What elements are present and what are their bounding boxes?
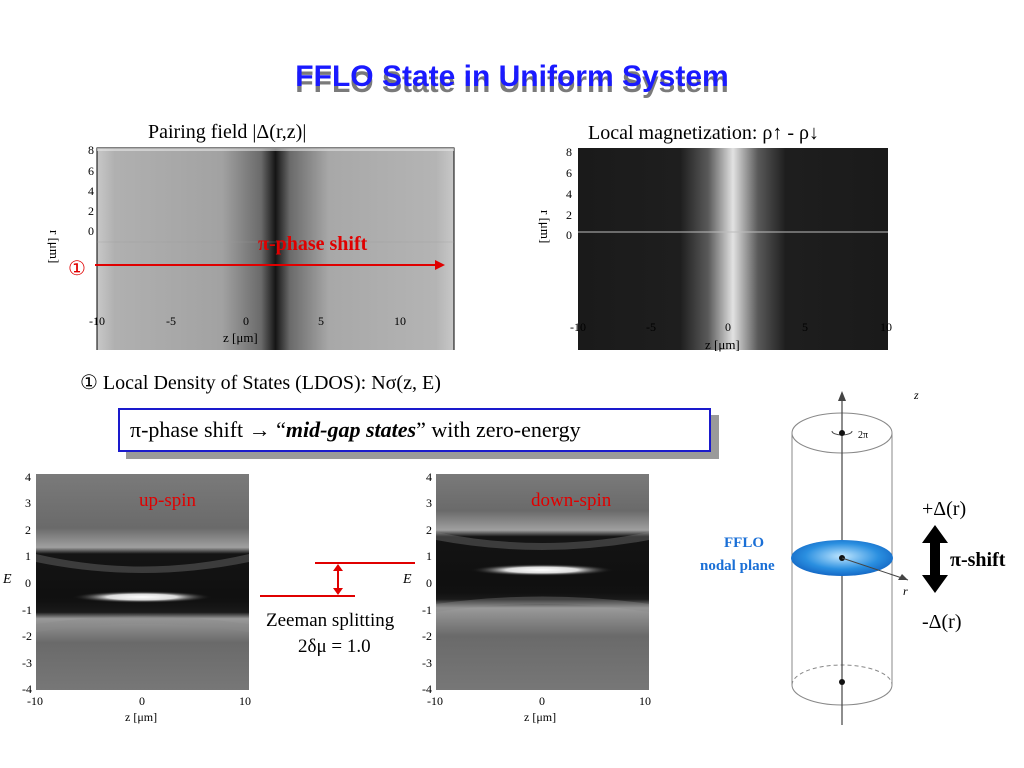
down-ytick: 0 xyxy=(426,576,432,590)
up-ytick: 1 xyxy=(25,549,31,563)
pairing-heatmap xyxy=(97,148,454,350)
mag-ytick: 4 xyxy=(566,187,572,201)
up-ytick: 4 xyxy=(25,470,31,484)
mag-ylabel: r [μm] xyxy=(538,210,553,244)
nodal-plane-line1: FFLO xyxy=(724,535,764,551)
up-xtick: -10 xyxy=(27,694,43,708)
mag-ytick: 8 xyxy=(566,145,572,159)
pairing-field-plot xyxy=(96,147,455,350)
magnetization-label: Local magnetization: ρ↑ - ρ↓ xyxy=(588,122,819,144)
mid-gap-emph: mid-gap states xyxy=(285,417,417,442)
pairing-ytick: 0 xyxy=(88,224,94,238)
mag-ytick: 0 xyxy=(566,228,572,242)
mag-ytick: 6 xyxy=(566,166,572,180)
mid-gap-prefix: π-phase shift → “ xyxy=(130,417,286,442)
pairing-ytick: 8 xyxy=(88,143,94,157)
minus-delta-label: -Δ(r) xyxy=(922,611,962,633)
zeeman-line1: Zeeman splitting xyxy=(266,610,395,631)
down-xtick: 10 xyxy=(639,694,651,708)
down-ytick: -3 xyxy=(422,656,432,670)
pairing-ytick: 6 xyxy=(88,164,94,178)
down-ytick: 3 xyxy=(426,496,432,510)
pi-shift-annotation: π-phase shift xyxy=(258,233,368,255)
pairing-xlabel: z [μm] xyxy=(223,330,258,345)
zeeman-line2: 2δμ = 1.0 xyxy=(298,636,371,657)
up-xtick: 0 xyxy=(139,694,145,708)
up-ytick: 2 xyxy=(25,523,31,537)
pairing-ytick: 4 xyxy=(88,184,94,198)
up-xtick: 10 xyxy=(239,694,251,708)
mag-xtick: 0 xyxy=(725,320,731,334)
pairing-ytick: 2 xyxy=(88,204,94,218)
up-ytick: -2 xyxy=(22,629,32,643)
up-ytick: 3 xyxy=(25,496,31,510)
down-xlabel: z [μm] xyxy=(524,710,557,724)
z-axis-label: z xyxy=(913,388,919,402)
mid-gap-suffix: ” with zero-energy xyxy=(416,417,581,442)
plus-delta-label: +Δ(r) xyxy=(922,498,967,520)
down-xtick: 0 xyxy=(539,694,545,708)
ldos-heading: ① Local Density of States (LDOS): Nσ(z, … xyxy=(80,372,441,394)
up-ytick: 0 xyxy=(25,576,31,590)
up-spin-midgap xyxy=(72,591,212,603)
mag-xtick: -5 xyxy=(646,320,656,334)
down-ylabel: E xyxy=(403,572,412,587)
up-ytick: -1 xyxy=(22,603,32,617)
pairing-xtick: 5 xyxy=(318,314,324,328)
slide-title: FFLO State in Uniform System xyxy=(295,60,729,93)
cylinder-diagram: z r 2π xyxy=(791,388,919,725)
down-xtick: -10 xyxy=(427,694,443,708)
up-spin-plot xyxy=(36,474,249,690)
down-ytick: 4 xyxy=(426,470,432,484)
down-spin-label: down-spin xyxy=(531,490,612,511)
up-ytick: -3 xyxy=(22,656,32,670)
pairing-xtick: -10 xyxy=(89,314,105,328)
up-xlabel: z [μm] xyxy=(125,710,158,724)
slide-title-shadow: FFLO State in Uniform System xyxy=(295,66,729,99)
mag-ytick: 2 xyxy=(566,208,572,222)
marker-one: ① xyxy=(68,256,86,280)
r-axis-label: r xyxy=(903,584,908,598)
down-spin-plot xyxy=(436,474,649,690)
pi-shift-double-arrow xyxy=(922,525,948,593)
magnetization-heatmap xyxy=(578,148,888,350)
up-ylabel: E xyxy=(3,572,12,587)
nodal-plane-line2: nodal plane xyxy=(700,558,775,574)
mag-xtick: 5 xyxy=(802,320,808,334)
mid-gap-box: π-phase shift → “mid-gap states” with ze… xyxy=(118,408,711,452)
mag-xtick: 10 xyxy=(880,320,892,334)
pi-shift-label: π-shift xyxy=(950,549,1006,571)
pairing-xtick: 10 xyxy=(394,314,406,328)
pairing-ylabel: r [μm] xyxy=(47,230,62,264)
pi-shift-arrow xyxy=(95,260,445,270)
mag-xlabel: z [μm] xyxy=(705,337,740,352)
down-ytick: 2 xyxy=(426,523,432,537)
pairing-xtick: -5 xyxy=(166,314,176,328)
down-ytick: -4 xyxy=(422,682,432,696)
down-ytick: -2 xyxy=(422,629,432,643)
up-spin-label: up-spin xyxy=(139,490,196,511)
rotation-label: 2π xyxy=(858,430,868,441)
down-ytick: 1 xyxy=(426,549,432,563)
zeeman-diagram xyxy=(260,562,415,597)
mag-xtick: -10 xyxy=(570,320,586,334)
up-ytick: -4 xyxy=(22,682,32,696)
down-ytick: -1 xyxy=(422,603,432,617)
magnetization-plot xyxy=(578,148,888,350)
pairing-xtick: 0 xyxy=(243,314,249,328)
pairing-field-label: Pairing field |Δ(r,z)| xyxy=(148,121,307,143)
down-spin-midgap xyxy=(470,564,614,576)
